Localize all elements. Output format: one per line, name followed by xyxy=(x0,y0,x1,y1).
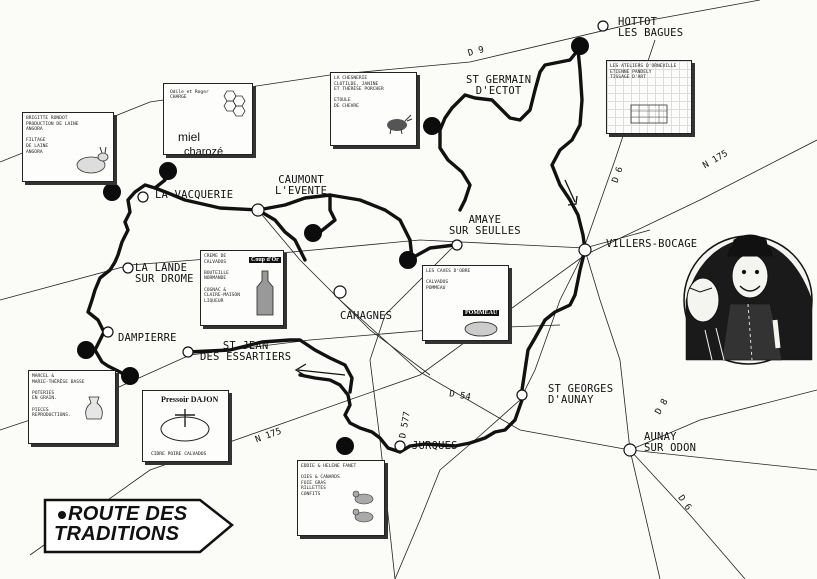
sign-title-line1: ROUTE DES xyxy=(68,503,188,525)
direction-arrows xyxy=(294,179,578,377)
town-label-villers-bocage: VILLERS-BOCAGE xyxy=(606,238,698,250)
artisan-card-pottery: Marcel & Marie-Thérèse BASSE POTERIES EN… xyxy=(28,370,116,444)
town-label-jurques: JURQUES xyxy=(412,440,458,452)
artisan-card-weaving: LES ATELIERS D'ORNEVILLE Etienne PANDELY… xyxy=(606,60,692,134)
route-sign-dot xyxy=(58,511,66,519)
town-label-hottot: HOTTOT LES BAGUES xyxy=(618,16,684,39)
cider-press-icon xyxy=(160,409,210,442)
town-label-aunay: AUNAY SUR ODON xyxy=(644,431,697,454)
pottery-icon xyxy=(85,396,103,420)
bottle-icon xyxy=(256,270,274,316)
artisan-card-calvados-cream: CREME DE CALVADOS BOUTEILLE NORMANDE COG… xyxy=(200,250,284,326)
rabbit-icon xyxy=(76,147,109,174)
sign-title-line2: TRADITIONS xyxy=(54,523,180,545)
town-label-st-georges: ST GEORGES D'AUNAY xyxy=(548,383,614,406)
route-sign xyxy=(43,498,234,554)
artisan-card-cider-cellars: LES CAVES D'OBRE CALVADOS POMMEAU POMMEA… xyxy=(422,265,509,341)
barrel-icon xyxy=(464,321,498,337)
artisan-stop-markers xyxy=(77,37,589,455)
town-label-dampierre: DAMPIERRE xyxy=(118,332,177,344)
farmer-illustration xyxy=(683,234,813,365)
artisan-card-angora-wool: Brigitte RONDOT PRODUCTION DE LAINE ANGO… xyxy=(22,112,114,182)
artisan-card-foie-gras: EDDIE & HELENE FANET OIES & CANARDS FOIE… xyxy=(297,460,385,536)
town-label-cahagnes: CAHAGNES xyxy=(340,310,393,322)
town-label-caumont: CAUMONT L'EVENTE xyxy=(275,174,328,197)
town-label-la-vacquerie: LA VACQUERIE xyxy=(155,189,234,201)
artisan-card-honey: Odile et Roger CHARGE miel charozé xyxy=(163,83,253,155)
town-label-amaye: AMAYE SUR SEULLES xyxy=(449,214,521,237)
tradition-route-path xyxy=(86,48,587,454)
town-label-st-germain: ST GERMAIN D'ECTOT xyxy=(466,74,532,97)
duck-icon xyxy=(352,490,374,523)
town-label-la-lande: LA LANDE SUR DROME xyxy=(135,262,194,285)
calvados-cream-badge: Coup d'Or xyxy=(249,257,281,263)
pommeau-badge: POMMEAU xyxy=(463,310,500,316)
artisan-card-goat-farm: LA CHESNERIE Clotilde, Janine et Thérèse… xyxy=(330,72,417,146)
town-label-st-jean: ST JEAN DES ESSARTIERS xyxy=(200,340,292,363)
artisan-card-cider-press: Pressoir DAJON CIDRE POIRE CALVADOS xyxy=(142,390,229,462)
goat-icon xyxy=(387,114,413,135)
honeycomb-icon xyxy=(223,90,246,117)
town-markers xyxy=(102,20,637,457)
weaving-pattern-icon xyxy=(630,104,668,124)
